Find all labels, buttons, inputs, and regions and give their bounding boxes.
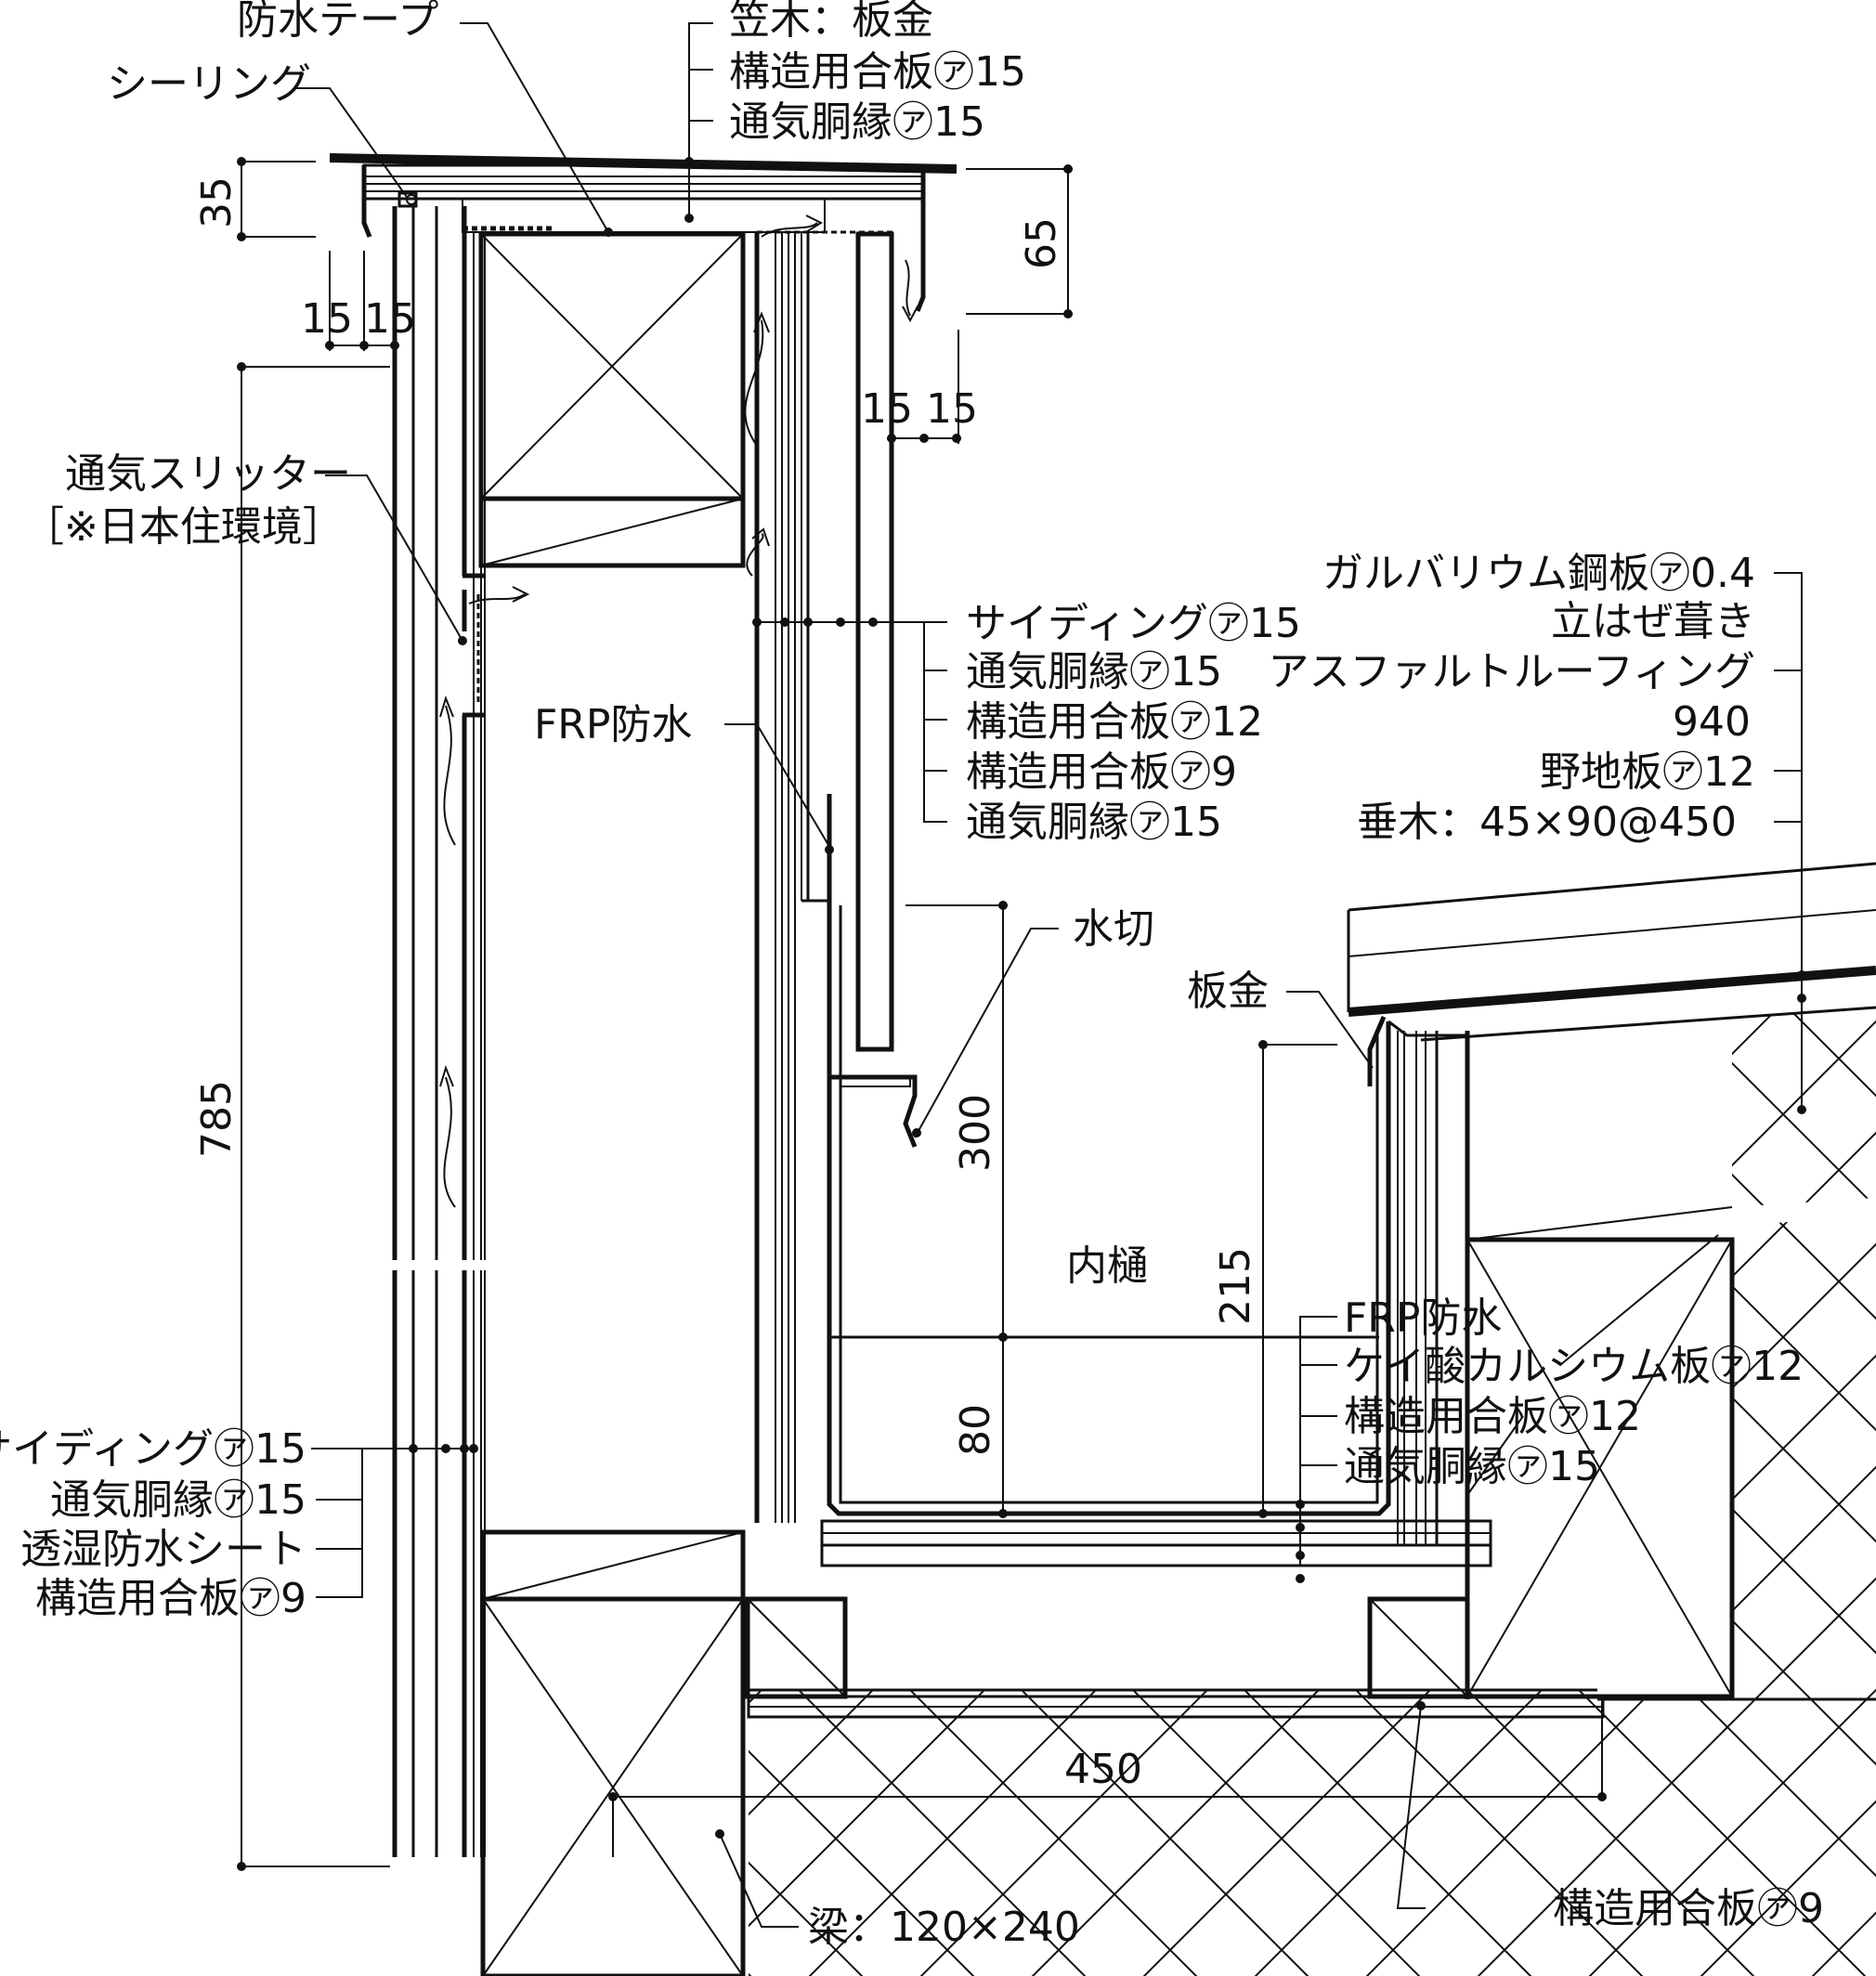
label-left-wall-2: 通気胴縁㋐15 <box>50 1476 306 1524</box>
label-left-wall-4: 構造用合板㋐9 <box>35 1575 306 1622</box>
label-mizukiri: 水切 <box>1073 905 1154 953</box>
label-vent-slitter-maker: ［※日本住環境］ <box>23 503 344 551</box>
label-frp-lower-1: FRP防水 <box>1344 1294 1502 1342</box>
dim-15-right-b: 15 <box>926 385 978 433</box>
label-sealing: シーリング <box>107 60 311 108</box>
dim-15-right-a: 15 <box>861 385 913 433</box>
label-coping-1: 笠木：板金 <box>729 0 933 44</box>
leader-lines <box>295 22 1806 1928</box>
label-sheet-metal: 板金 <box>1187 968 1269 1015</box>
vent-furring-right <box>855 231 894 1052</box>
inner-wall-layers <box>754 231 894 1523</box>
coping-drip-left <box>361 165 372 238</box>
label-siding-upper-3: 構造用合板㋐12 <box>966 698 1263 746</box>
dim-300: 300 <box>952 1094 999 1172</box>
label-roof-6: 垂木：45×90@450 <box>1357 799 1737 846</box>
dim-15-left-a: 15 <box>301 295 353 343</box>
dimension-texts: 35 15 15 65 15 15 785 300 215 80 450 <box>193 176 1259 1793</box>
coping-sheet-metal <box>329 153 958 174</box>
roof-sheet-metal-drip <box>1367 1016 1387 1086</box>
inner-gutter <box>820 905 1492 1699</box>
labels: 防水テープ シーリング 笠木：板金 構造用合板㋐15 通気胴縁㋐15 通気スリッ… <box>0 0 1824 1951</box>
parapet-top-plate <box>462 228 746 568</box>
label-waterproof-tape: 防水テープ <box>237 0 438 44</box>
dim-35: 35 <box>193 176 241 228</box>
dim-65: 65 <box>1018 217 1065 269</box>
label-coping-3: 通気胴縁㋐15 <box>729 98 985 146</box>
label-frp-lower-3: 構造用合板㋐12 <box>1344 1393 1641 1440</box>
roof-assembly <box>1347 862 1876 1240</box>
label-roof-4: 940 <box>1673 698 1751 746</box>
label-roof-5: 野地板㋐12 <box>1540 748 1755 796</box>
roof-galvalume <box>1348 966 1876 1017</box>
label-bottom-plywood: 構造用合板㋐9 <box>1553 1885 1824 1932</box>
label-roof-1: ガルバリウム鋼板㋐0.4 <box>1322 550 1755 597</box>
label-left-wall-3: 透湿防水シート <box>20 1526 306 1573</box>
dimension-lines <box>237 157 1607 1871</box>
label-left-wall-1: サイディング㋐15 <box>0 1425 306 1473</box>
label-coping-2: 構造用合板㋐15 <box>729 48 1026 96</box>
label-siding-upper-4: 構造用合板㋐9 <box>966 748 1237 796</box>
airflow-arrows <box>439 214 918 1208</box>
label-siding-upper-5: 通気胴縁㋐15 <box>966 799 1222 846</box>
dim-785: 785 <box>193 1080 241 1158</box>
beam <box>480 1596 746 1976</box>
label-inner-gutter: 内樋 <box>1066 1242 1148 1290</box>
coping-drip-right <box>915 169 926 312</box>
insulation-hatching <box>749 1008 1876 1976</box>
label-vent-slitter: 通気スリッター <box>65 450 351 498</box>
label-beam: 梁：120×240 <box>808 1904 1080 1951</box>
dim-215: 215 <box>1212 1247 1259 1325</box>
label-siding-upper-1: サイディング㋐15 <box>966 600 1301 647</box>
label-siding-upper-2: 通気胴縁㋐15 <box>966 648 1222 696</box>
label-frp-lower-2: ケイ酸カルシウム板㋐12 <box>1344 1343 1804 1390</box>
lower-framing <box>480 1206 1735 1976</box>
label-roof-2: 立はぜ葺き <box>1551 598 1755 645</box>
dim-15-left-b: 15 <box>364 295 416 343</box>
dim-450: 450 <box>1064 1746 1142 1793</box>
mizukiri-flashing <box>829 1074 918 1148</box>
label-frp-upper: FRP防水 <box>534 701 692 748</box>
dim-80: 80 <box>952 1404 999 1456</box>
label-roof-3: アスファルトルーフィング <box>1269 648 1755 696</box>
label-frp-lower-4: 通気胴縁㋐15 <box>1344 1443 1600 1490</box>
